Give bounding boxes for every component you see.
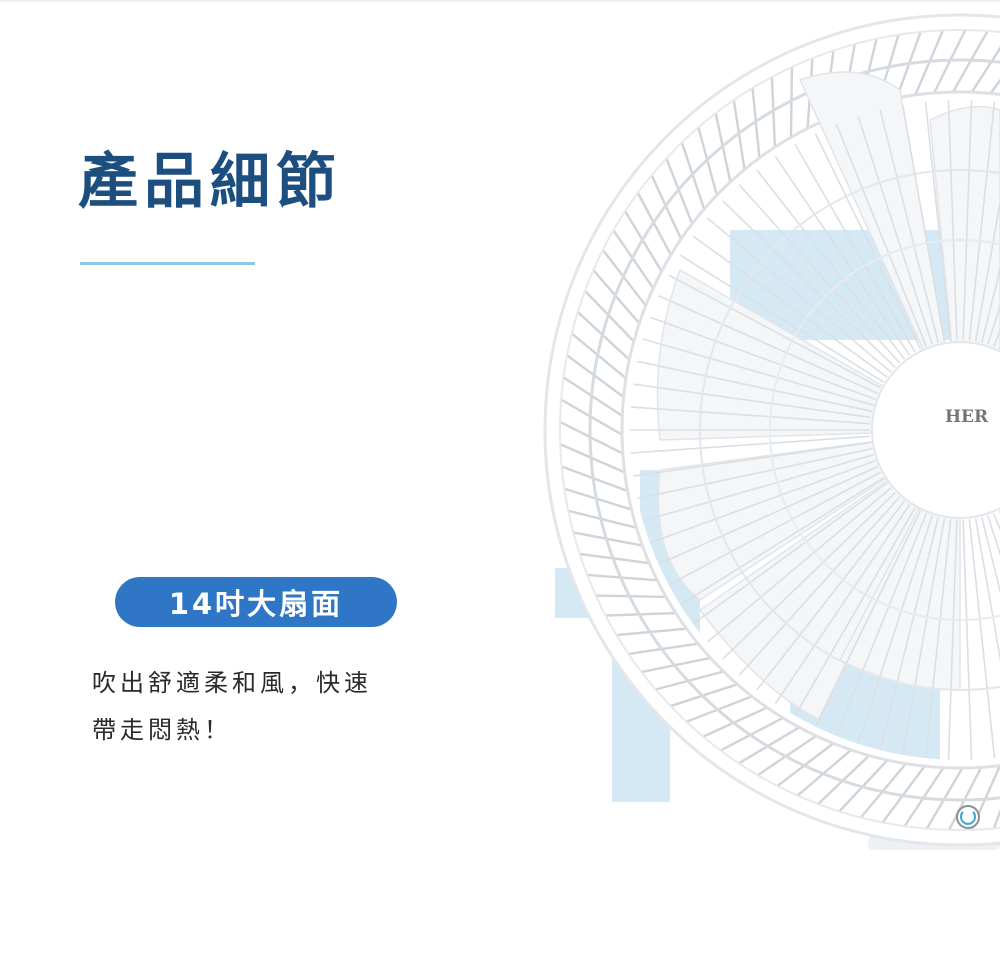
guard-spoke [644, 460, 876, 546]
guard-wire [989, 35, 1000, 95]
guard-spoke [901, 518, 946, 760]
description-line: 吹出舒適柔和風，快速 [92, 669, 372, 697]
guard-spoke [688, 482, 888, 628]
feature-badge: 14吋大扇面 [115, 577, 397, 627]
guard-spoke [735, 180, 901, 364]
guard-spoke [968, 519, 996, 760]
guard-spoke [772, 504, 911, 709]
guard-spoke [962, 100, 973, 341]
guard-spoke [735, 496, 901, 680]
guard-spoke [974, 100, 1000, 342]
guard-spoke [632, 447, 873, 501]
guard-spoke [901, 100, 946, 342]
guard-spoke [630, 441, 871, 478]
guard-spoke [630, 435, 871, 455]
description-line: 帶走悶熱！ [92, 716, 232, 744]
top-divider [0, 0, 1000, 2]
guard-spoke [833, 119, 928, 347]
guard-spoke [833, 513, 928, 741]
guard-spoke [688, 232, 888, 378]
guard-spoke [980, 104, 1000, 343]
guard-spoke [637, 336, 874, 406]
guard-ring-mid [699, 169, 1000, 691]
guard-spoke [924, 100, 952, 341]
guard-spoke [630, 382, 871, 419]
guard-spoke [632, 359, 873, 413]
feature-description: 吹出舒適柔和風，快速 帶走悶熱！ [92, 660, 422, 754]
title-underline [80, 262, 255, 265]
fan-hub [871, 341, 1000, 519]
guard-spoke [791, 139, 916, 353]
guard-spoke [812, 128, 922, 350]
guard-spoke [855, 515, 933, 749]
guard-spoke [812, 510, 922, 732]
guard-spoke [962, 519, 973, 760]
guard-spoke [968, 100, 996, 341]
guard-spoke [974, 518, 1000, 760]
power-icon-symbol [960, 811, 976, 825]
guard-spoke [947, 100, 958, 341]
guard-spoke [663, 471, 881, 588]
guard-spoke [947, 519, 958, 760]
guard-spoke [718, 196, 896, 369]
guard-spoke [924, 519, 952, 760]
guard-spoke [675, 251, 885, 383]
guard-spoke [653, 293, 879, 395]
guard-spoke [663, 272, 881, 389]
guard-spoke [644, 314, 876, 400]
fan-guard-inner [630, 100, 1000, 760]
guard-ring-small [769, 239, 1000, 621]
page-title: 產品細節 [78, 147, 342, 217]
guard-spoke [630, 405, 871, 425]
guard-spoke [855, 111, 933, 345]
guard-spoke [653, 465, 879, 567]
guard-spoke [702, 214, 892, 373]
guard-spoke [718, 491, 896, 664]
guard-spoke [878, 104, 940, 343]
guard-spoke [753, 500, 906, 695]
brand-logo: HER [945, 407, 989, 427]
guard-spoke [753, 165, 906, 360]
guard-spoke [637, 454, 874, 524]
guard-wire [992, 762, 1000, 829]
guard-spoke [878, 517, 940, 756]
guard-spoke [675, 477, 885, 609]
guard-spoke [772, 151, 911, 356]
guard-spoke [980, 517, 1000, 756]
guard-spoke [791, 507, 916, 721]
guard-spoke [702, 487, 892, 646]
